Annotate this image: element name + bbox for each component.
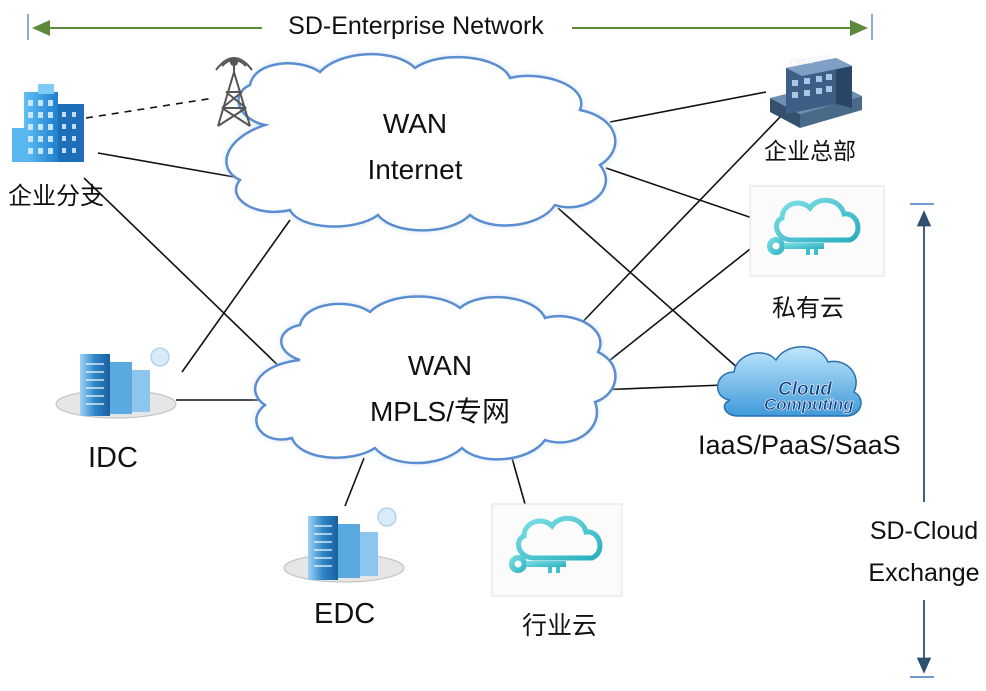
side-label: SD-Cloud Exchange (866, 510, 982, 594)
link-mpls-edc (344, 457, 365, 507)
side-label-line1: SD-Cloud (869, 517, 979, 545)
link-mpls-hq (569, 114, 783, 336)
cloud-key-icon-industry (491, 503, 623, 597)
private-cloud-label: 私有云 (772, 295, 844, 322)
mpls-wan-text: WAN (407, 350, 473, 381)
idc-label: IDC (88, 442, 138, 474)
diagram-title: SD-Enterprise Network (288, 12, 544, 40)
link-branch-mpls (83, 177, 289, 376)
office-building-icon (12, 84, 84, 162)
radio-tower-icon (215, 57, 253, 127)
internet-cloud-label: WAN Internet (300, 101, 530, 193)
mpls-text: MPLS/专网 (369, 396, 511, 427)
cloud-computing-icon: Cloud Computing (716, 346, 862, 417)
link-branch-tower (85, 97, 215, 119)
internet-cloud (225, 52, 617, 232)
link-branch-internet (97, 152, 241, 179)
mpls-cloud (253, 295, 617, 465)
connection-lines (83, 91, 783, 507)
link-idc-internet (181, 219, 291, 373)
link-mpls-industry (511, 457, 526, 505)
header-arrow (27, 14, 873, 40)
server-rack-icon-edc (283, 507, 405, 583)
enterprise-building-icon: Enterprise (770, 51, 862, 128)
cloud-word: Cloud (778, 379, 832, 400)
mpls-cloud-label: WAN MPLS/专网 (325, 343, 555, 435)
branch-label: 企业分支 (8, 183, 104, 210)
link-mpls-public (595, 384, 725, 391)
edc-label: EDC (314, 598, 376, 630)
industry-cloud-label: 行业云 (522, 612, 598, 640)
link-internet-private (605, 167, 765, 223)
hq-label: 企业总部 (764, 138, 856, 164)
side-label-line2: Exchange (868, 559, 980, 587)
link-internet-hq (609, 91, 767, 123)
internet-wan-text: WAN (382, 108, 448, 139)
link-mpls-private (594, 237, 765, 373)
cloud-key-icon (749, 185, 885, 277)
server-rack-icon (55, 347, 177, 419)
side-arrow (910, 203, 934, 678)
public-cloud-label: IaaS/PaaS/SaaS (698, 430, 901, 460)
computing-word: Computing (764, 395, 854, 414)
internet-text: Internet (367, 154, 463, 185)
link-internet-public (557, 207, 741, 371)
